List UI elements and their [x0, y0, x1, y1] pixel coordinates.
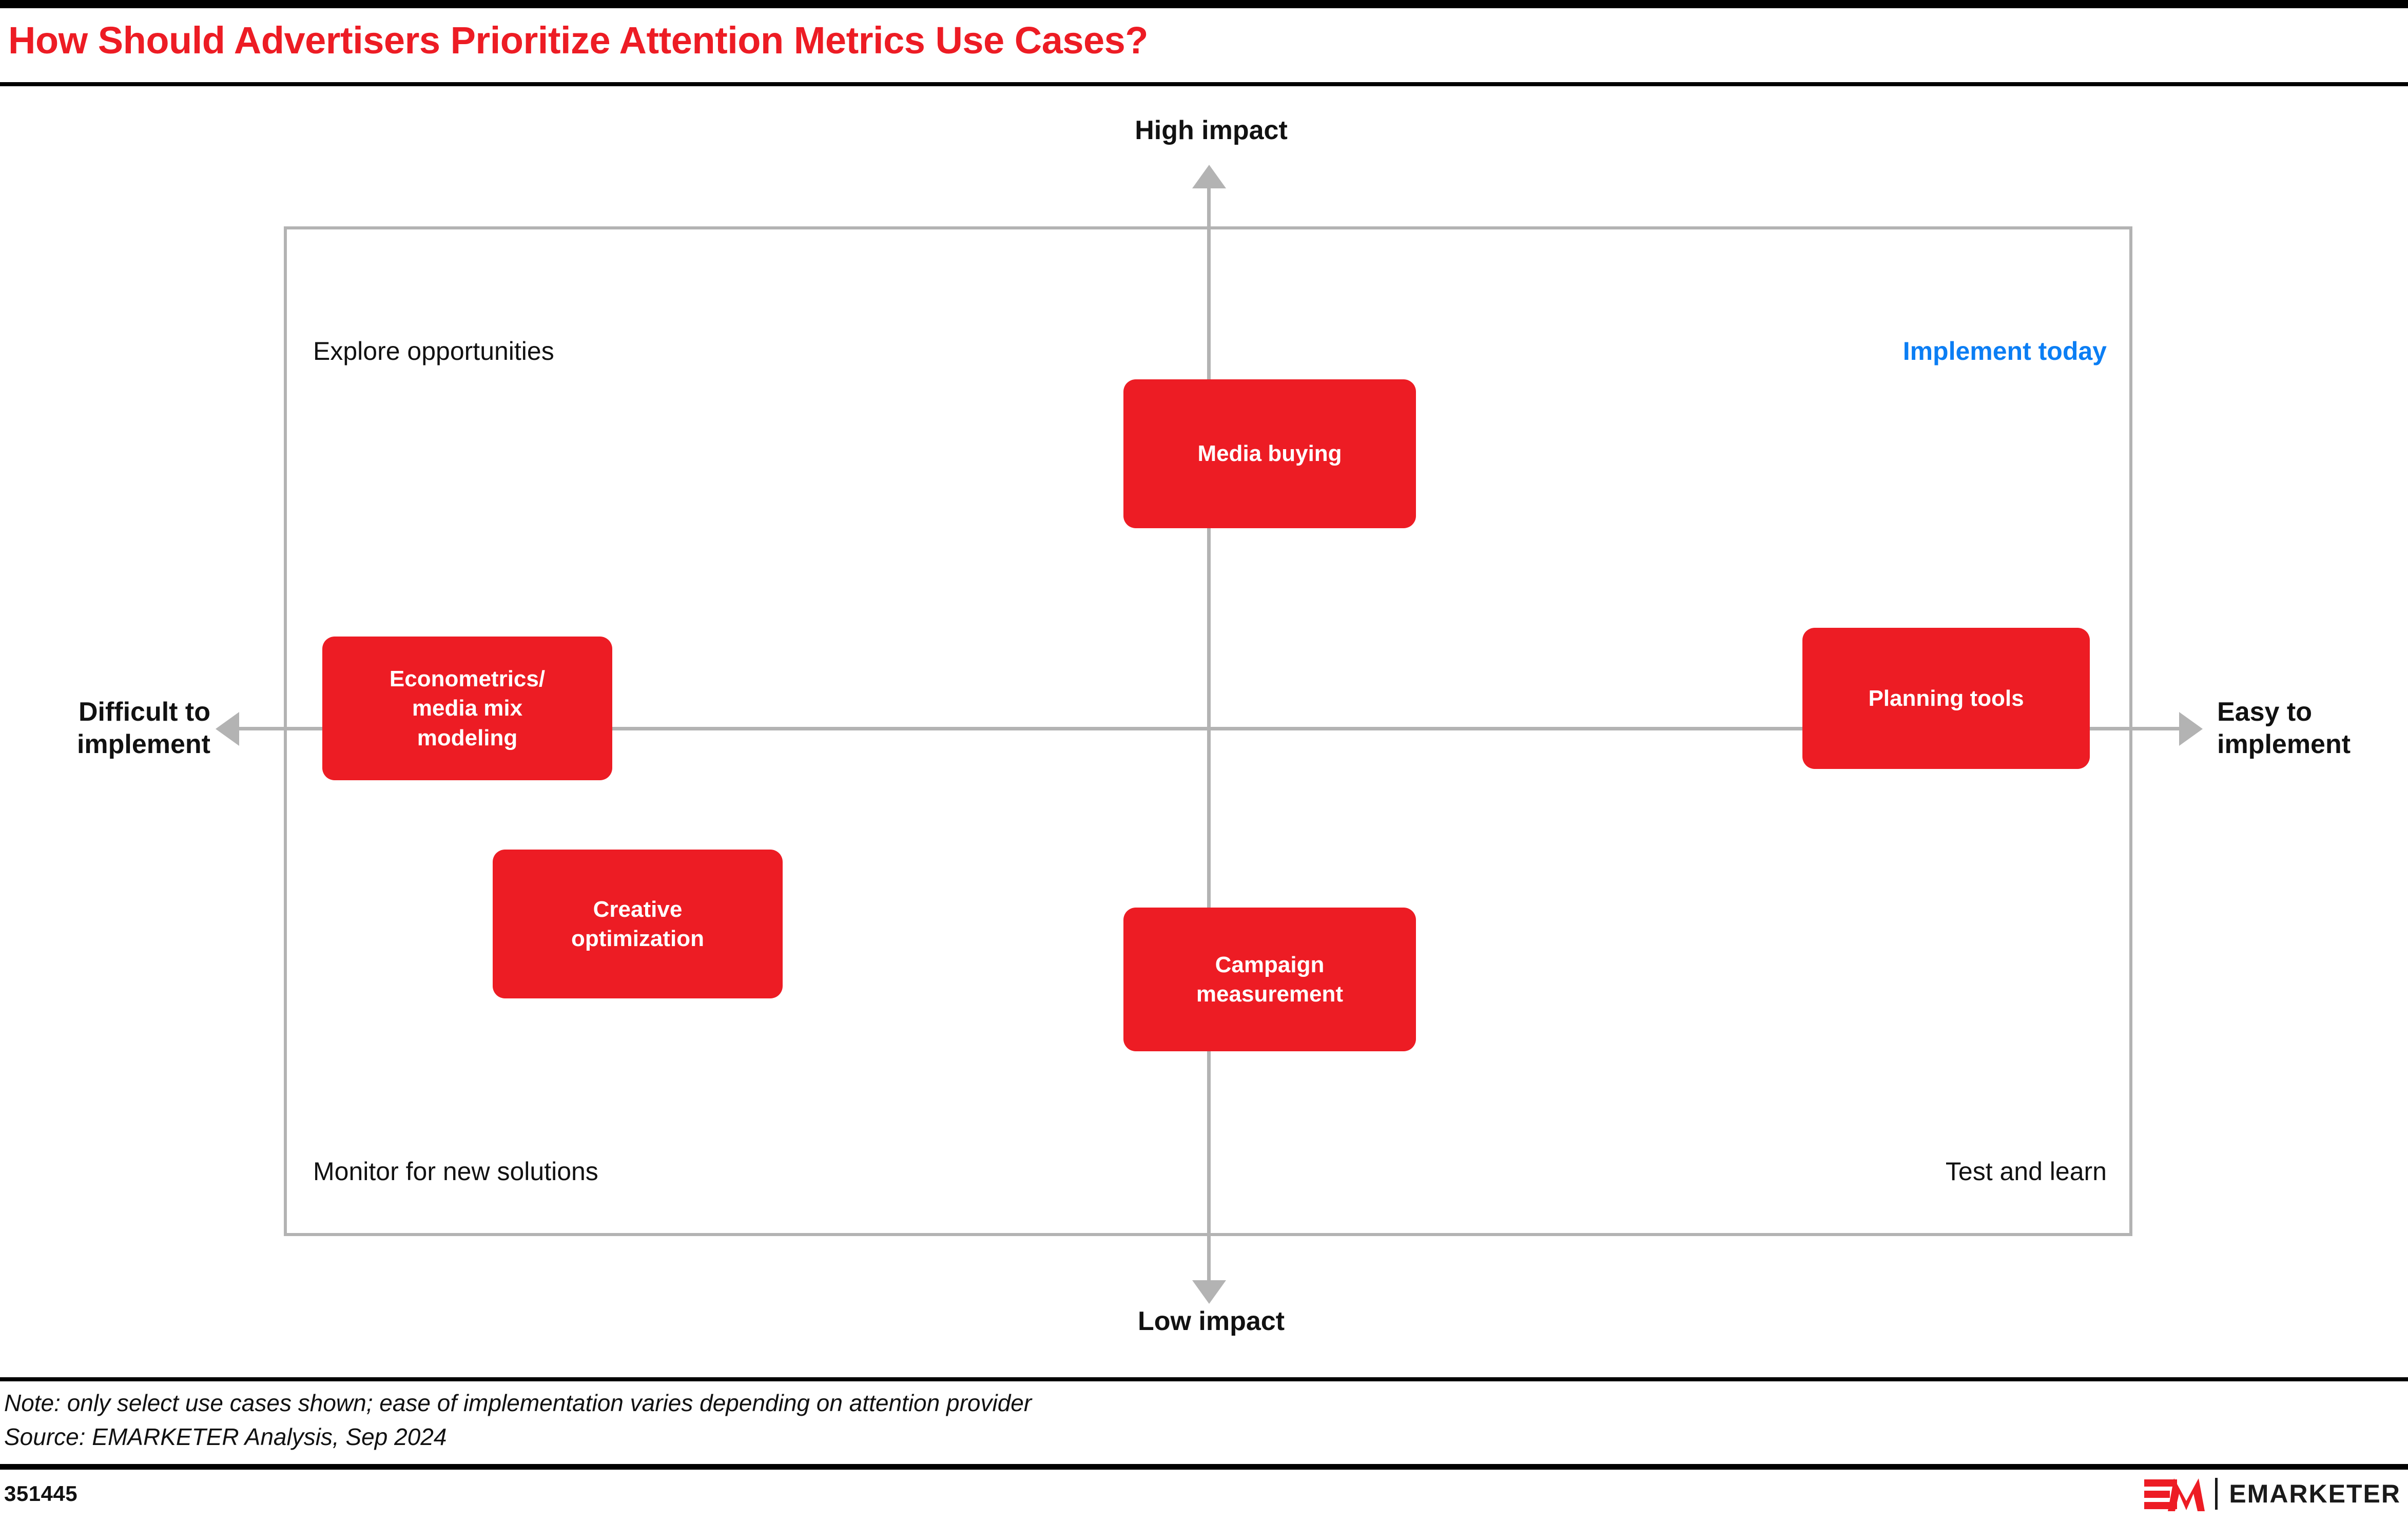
quadrant-label-monitor-for-new-solutions: Monitor for new solutions — [313, 1157, 598, 1186]
em-monogram-icon — [2144, 1476, 2205, 1511]
horizontal-axis-stem-right — [2130, 727, 2184, 730]
axis-label-easy-to-implement: Easy to implement — [2217, 697, 2351, 760]
quadrant-chart: High impact Low impact Difficult to impl… — [0, 86, 2408, 1339]
title-underline-rule — [0, 82, 2408, 86]
use-case-node-label: Media buying — [1197, 441, 1342, 467]
chart-id: 351445 — [4, 1481, 78, 1506]
page-title: How Should Advertisers Prioritize Attent… — [8, 19, 1149, 62]
footer-top-rule — [0, 1377, 2408, 1381]
axis-label-low-impact: Low impact — [1137, 1306, 1285, 1336]
vertical-axis-stem-down — [1207, 1234, 1211, 1285]
use-case-node[interactable]: Planning tools — [1802, 628, 2090, 769]
chart-note: Note: only select use cases shown; ease … — [4, 1390, 1032, 1416]
quadrant-label-explore-opportunities: Explore opportunities — [313, 337, 554, 365]
axis-label-difficult-to-implement: Difficult to implement — [76, 697, 210, 760]
arrow-down-icon — [1192, 1280, 1226, 1304]
chart-source: Source: EMARKETER Analysis, Sep 2024 — [4, 1423, 447, 1450]
vertical-axis-stem-up — [1207, 179, 1211, 230]
horizontal-axis-line — [284, 727, 2132, 730]
quadrant-label-implement-today: Implement today — [1902, 337, 2107, 365]
use-case-node[interactable]: Media buying — [1123, 379, 1416, 528]
top-rule — [0, 0, 2408, 8]
arrow-right-icon — [2179, 712, 2203, 746]
axis-label-high-impact: High impact — [1135, 115, 1288, 145]
arrow-up-icon — [1192, 165, 1226, 188]
logo-divider — [2215, 1478, 2218, 1510]
use-case-node-label: Planning tools — [1868, 685, 2024, 711]
footer-bottom-rule — [0, 1464, 2408, 1470]
logo-wordmark: EMARKETER — [2229, 1479, 2401, 1508]
emarketer-logo: EMARKETER — [2144, 1474, 2401, 1513]
vertical-axis-line — [1207, 226, 1211, 1236]
horizontal-axis-stem-left — [234, 727, 287, 730]
quadrant-label-test-and-learn: Test and learn — [1945, 1157, 2107, 1186]
arrow-left-icon — [216, 712, 239, 746]
em-monogram-m-shape — [2168, 1478, 2205, 1511]
